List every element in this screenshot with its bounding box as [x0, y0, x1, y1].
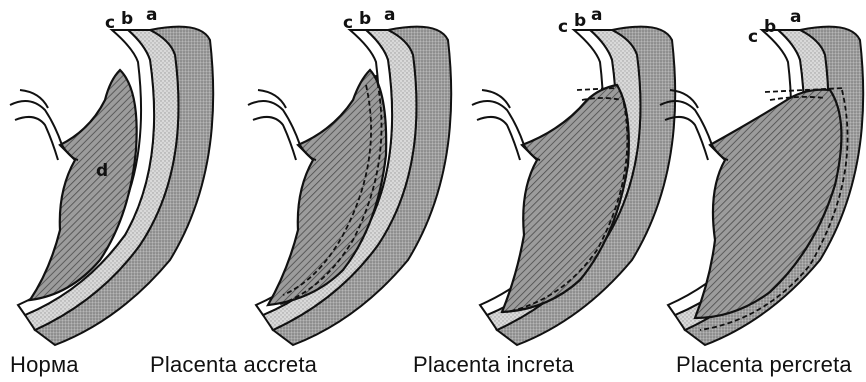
caption-increta: Placenta increta — [413, 352, 574, 378]
panel-normal: c b a d — [10, 5, 213, 345]
label-c: c — [748, 27, 758, 47]
panel-percreta: c b a — [660, 7, 863, 345]
label-b: b — [121, 9, 133, 29]
caption-percreta: Placenta percreta — [676, 352, 852, 378]
panel-increta: c b a — [472, 5, 675, 345]
label-d: d — [96, 161, 108, 181]
panel-accreta: c b a — [248, 5, 451, 345]
label-a: a — [591, 5, 602, 25]
caption-normal: Норма — [10, 352, 79, 378]
label-c: c — [343, 13, 353, 33]
label-a: a — [384, 5, 395, 25]
label-b: b — [764, 17, 776, 37]
label-b: b — [359, 9, 371, 29]
caption-accreta: Placenta accreta — [150, 352, 317, 378]
label-a: a — [146, 5, 157, 25]
label-a: a — [790, 7, 801, 27]
label-c: c — [105, 13, 115, 33]
label-c: c — [558, 17, 568, 37]
label-b: b — [574, 11, 586, 31]
placenta-body — [695, 90, 841, 318]
